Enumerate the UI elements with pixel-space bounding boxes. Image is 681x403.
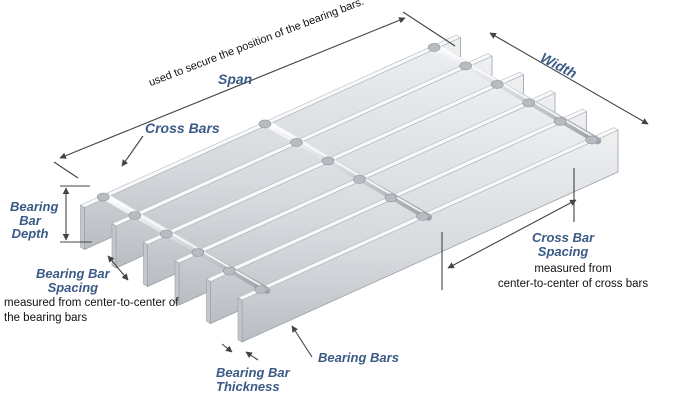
weld-point [191, 248, 205, 257]
thickness-line-1: Bearing Bar [216, 365, 290, 380]
weld-point [553, 117, 567, 126]
cross-bar-spacing-description: measured from center-to-center of cross … [480, 262, 666, 292]
width-dimension-line [489, 32, 649, 125]
bb-desc-line-2: the bearing bars [4, 311, 88, 324]
weld-point [353, 175, 366, 184]
bb-spacing-line-1: Bearing Bar [36, 266, 110, 281]
bearing-bar-end-face [80, 204, 85, 251]
bearing-bar-depth-label: Bearing Bar Depth [10, 199, 59, 242]
depth-line-1: Bearing [10, 199, 59, 214]
bearing-bar-spacing-label: Bearing Bar Spacing [36, 267, 110, 294]
bearing-bars-label: Bearing Bars [318, 350, 399, 365]
bearing-bar-end-face [174, 260, 180, 306]
weld-point [258, 119, 272, 129]
dimension-lines [53, 11, 649, 361]
weld-point [160, 229, 173, 239]
weld-point [522, 98, 535, 108]
thickness-arrow-right [245, 351, 259, 361]
cross-bars-label: Cross Bars [145, 120, 220, 136]
span-extension-line-left [53, 161, 79, 179]
cb-desc-line-2: center-to-center of cross bars [497, 277, 649, 290]
depth-line-2: Bar [19, 212, 41, 228]
bb-spacing-line-2: Spacing [47, 279, 99, 295]
cb-desc-line-1: measured from [534, 263, 612, 275]
span-extension-line [402, 11, 456, 47]
weld-point [459, 61, 472, 71]
bearing-bar-end-face [237, 297, 243, 343]
weld-point [128, 211, 142, 220]
weld-point [427, 43, 441, 52]
bearing-bars-leader [291, 325, 313, 358]
cross-bar [93, 188, 271, 294]
cross-bars-leader [121, 135, 144, 167]
depth-line-3: Depth [11, 226, 49, 242]
bearing-spacing-dimension-line [107, 255, 129, 281]
thickness-arrow-left [221, 343, 233, 353]
weld-point [223, 266, 236, 276]
weld-point [254, 285, 268, 294]
bearing-bar-end-face [206, 278, 211, 325]
cb-spacing-line-2: Spacing [537, 243, 589, 259]
weld-point [416, 212, 429, 221]
cross-bar-highlight [96, 189, 268, 290]
weld-point [290, 138, 303, 147]
cross-spacing-dimension-line [447, 199, 577, 269]
weld-point [585, 135, 598, 145]
span-label: Span [218, 71, 253, 87]
weld-point [321, 156, 335, 166]
cross-bar-spacing-label: Cross Bar Spacing [532, 231, 594, 258]
span-dimension-line [59, 17, 406, 159]
bearing-bar-spacing-description: measured from center-to-center of the be… [4, 296, 179, 326]
weld-point [97, 192, 110, 202]
weld-point [384, 193, 398, 203]
weld-point [490, 80, 504, 89]
bb-desc-line-1: measured from center-to-center of [4, 297, 179, 309]
bearing-bar-thickness-label: Bearing Bar Thickness [216, 366, 290, 393]
cb-spacing-line-1: Cross Bar [532, 230, 595, 245]
bearing-bar-end-face [143, 241, 148, 288]
thickness-line-2: Thickness [216, 378, 280, 394]
